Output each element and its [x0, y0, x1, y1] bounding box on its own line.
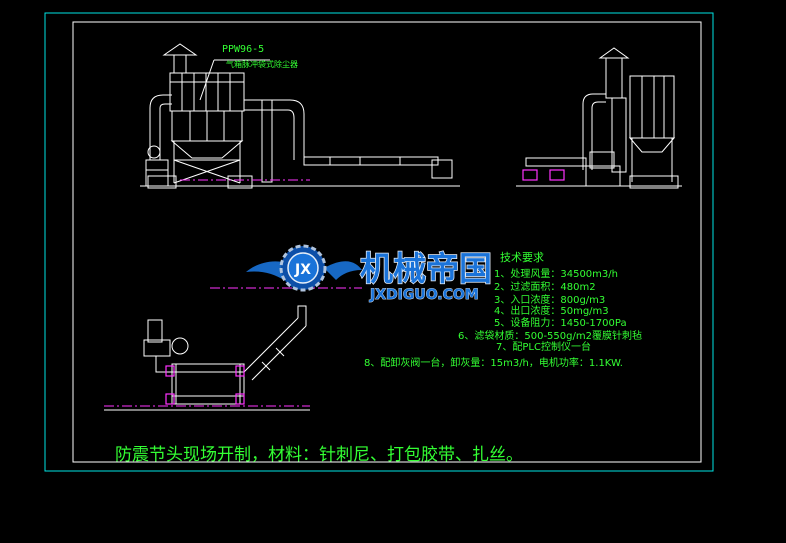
bottom-note: 防震节头现场开制，材料：针刺尼、打包胶带、扎丝。	[115, 445, 523, 465]
equipment-model-label: PPW96-5	[222, 44, 264, 55]
spec-item-5: 5、设备阻力：1450-1700Pa	[494, 316, 627, 329]
spec-item-6: 6、滤袋材质：500-550g/m2覆膜针刺毡	[458, 329, 642, 342]
outer-frame	[44, 12, 714, 472]
spec-item-8: 8、配卸灰阀一台，卸灰量：15m3/h，电机功率：1.1KW.	[364, 356, 623, 369]
specs-block: 技术要求 1、处理风量：34500m3/h 2、过滤面积：480m2 3、入口浓…	[364, 251, 642, 369]
lower-view	[143, 305, 307, 405]
watermark-wing-right-icon	[324, 261, 362, 280]
equipment-name-label: 气箱脉冲袋式除尘器	[226, 59, 298, 69]
watermark-brand-cn: 机械帝国	[360, 249, 492, 288]
inner-frame	[72, 21, 702, 463]
specs-heading: 技术要求	[500, 251, 544, 264]
front-view	[145, 43, 453, 189]
spec-item-7: 7、配PLC控制仪一台	[496, 340, 591, 353]
spec-item-3: 3、入口浓度：800g/m3	[494, 293, 605, 306]
spec-item-2: 2、过滤面积：480m2	[494, 280, 596, 293]
watermark-brand-en: JXDIGUO.COM	[369, 287, 479, 303]
lower-view-accents	[165, 365, 245, 405]
spec-item-1: 1、处理风量：34500m3/h	[494, 268, 618, 280]
spec-item-4: 4、出口浓度：50mg/m3	[494, 304, 609, 317]
side-view	[525, 47, 679, 189]
watermark: JX 机械帝国 JXDIGUO.COM	[246, 244, 493, 303]
watermark-logo-letters: JX	[294, 262, 311, 278]
side-view-pipe-supports	[522, 169, 565, 181]
